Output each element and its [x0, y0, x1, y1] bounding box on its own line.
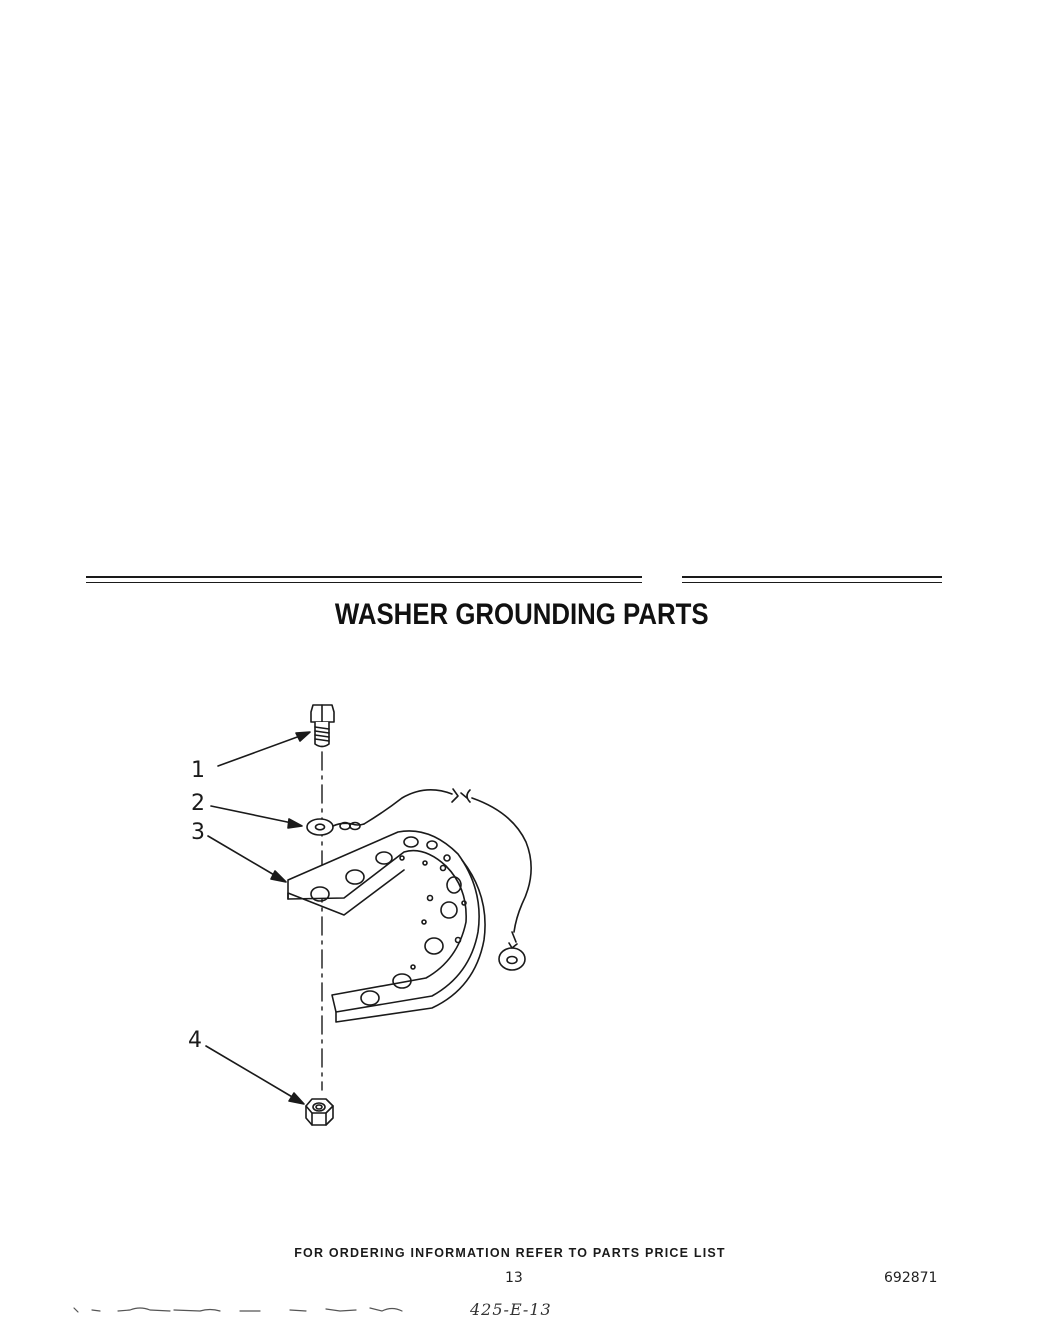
screw-icon: [310, 704, 335, 748]
leader-arrow-1: [217, 731, 311, 767]
leader-arrow-2: [210, 805, 303, 829]
header-rule-top-left: [86, 576, 642, 578]
header-rule-top-right: [682, 576, 942, 578]
header-rule-bottom-right: [682, 582, 942, 583]
ground-strap-icon: [287, 830, 486, 1023]
ordering-info-note: FOR ORDERING INFORMATION REFER TO PARTS …: [294, 1246, 726, 1260]
callout-4: 4: [188, 1028, 202, 1053]
scan-noise-scribble: [73, 1307, 403, 1313]
page-title: WASHER GROUNDING PARTS: [334, 598, 709, 631]
callout-3: 3: [191, 820, 205, 845]
callout-2: 2: [191, 791, 205, 816]
ground-wire-icon: [306, 788, 532, 971]
leader-arrow-3: [207, 835, 287, 883]
leader-arrow-4: [205, 1045, 305, 1105]
header-rule-bottom-left: [86, 582, 642, 583]
handwritten-note: 425-E-13: [470, 1300, 552, 1319]
callout-1: 1: [191, 758, 205, 783]
page-number: 13: [505, 1270, 523, 1286]
nut-icon: [305, 1098, 334, 1126]
document-number: 692871: [884, 1270, 938, 1286]
